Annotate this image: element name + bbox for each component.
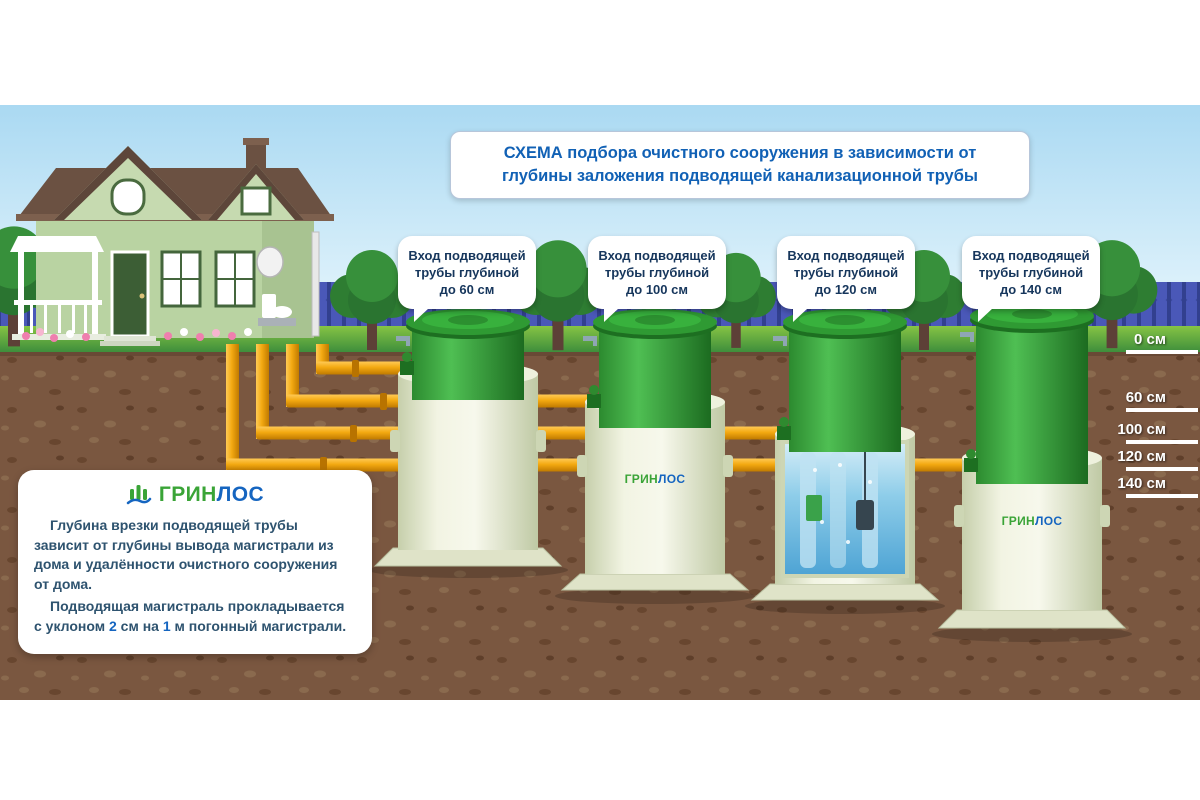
inlet-valve	[400, 361, 414, 375]
depth-label-120: 120 см	[1117, 448, 1166, 465]
depth-scale-lines	[1126, 350, 1198, 498]
tank-2-brand-label: ГРИНЛОС	[624, 472, 686, 486]
grinlos-logo-icon	[126, 485, 152, 505]
brand-logo: ГРИНЛОС	[34, 482, 356, 508]
depth-label-100: 100 см	[1117, 421, 1166, 438]
info-box: ГРИНЛОС Глубина врезки подводящей трубы …	[18, 470, 372, 654]
callout-depth-100: Вход подводящей трубы глубиной до 100 см	[588, 236, 726, 324]
tank-4-brand-label: ГРИНЛОС	[1001, 514, 1063, 528]
callout-depth-60: Вход подводящей трубы глубиной до 60 см	[398, 236, 536, 324]
callout-label: Вход подводящей трубы глубиной до 60 см	[408, 248, 526, 298]
brand-name: ГРИНЛОС	[158, 483, 265, 506]
tank-cutaway-interior	[781, 440, 909, 578]
pipe-depth-60	[316, 361, 404, 375]
inlet-valve	[777, 426, 791, 440]
page-title: СХЕМА подбора очистного сооружения в зав…	[501, 144, 979, 186]
slope-value: 2	[108, 617, 117, 634]
run-length-value: 1	[162, 617, 171, 634]
flower-beds	[22, 328, 252, 342]
depth-label-0: 0 см	[1134, 331, 1166, 348]
septic-tank-1	[373, 309, 563, 567]
callout-depth-140: Вход подводящей трубы глубиной до 140 см	[962, 236, 1100, 324]
satellite-dish	[256, 246, 284, 278]
septic-tank-4	[937, 303, 1127, 629]
info-text: Глубина врезки подводящей трубы зависит …	[34, 516, 356, 637]
inlet-valve	[587, 394, 601, 408]
callout-label: Вход подводящей трубы глубиной до 120 см	[787, 248, 905, 298]
callout-label: Вход подводящей трубы глубиной до 140 см	[972, 248, 1090, 298]
depth-label-140: 140 см	[1117, 475, 1166, 492]
house-illustration	[10, 138, 334, 346]
outdoor-toilet	[258, 294, 296, 326]
septic-tank-3	[750, 309, 940, 601]
downpipe	[311, 231, 320, 337]
title-box: СХЕМА подбора очистного сооружения в зав…	[450, 131, 1030, 200]
septic-tank-2	[560, 309, 750, 591]
inlet-valve	[964, 458, 978, 472]
callout-label: Вход подводящей трубы глубиной до 100 см	[598, 248, 716, 298]
callout-depth-120: Вход подводящей трубы глубиной до 120 см	[777, 236, 915, 324]
info-paragraph-1: Глубина врезки подводящей трубы зависит …	[34, 517, 338, 592]
depth-label-60: 60 см	[1125, 389, 1166, 406]
info-paragraph-2: Подводящая магистраль прокладывается с у…	[34, 598, 347, 634]
